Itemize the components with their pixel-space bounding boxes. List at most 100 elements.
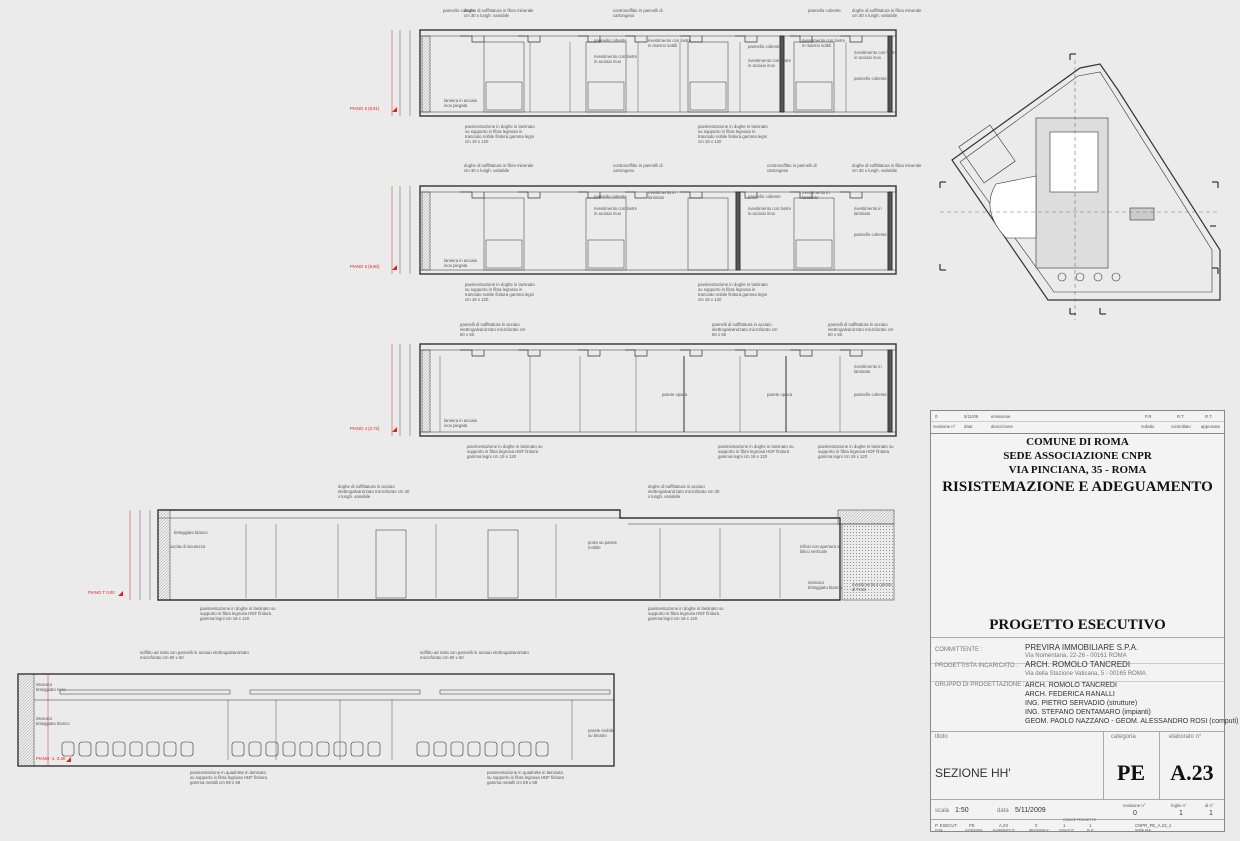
code-sub-filename: NOME FILE bbox=[1135, 828, 1152, 832]
rev-header-revisione: revisione n° bbox=[933, 424, 956, 429]
data-label: data bbox=[997, 808, 1009, 814]
note-doghe-minerale-3: doghe di soffittatura in fibra minerale … bbox=[464, 163, 534, 173]
note-controsoffitto: controsoffitto in pannelli di cartongeso bbox=[613, 8, 663, 18]
note-pavimentazione-quadrotte: pavimentazione in quadrotte in laminato … bbox=[190, 770, 267, 785]
note-rivestimento-laminato-4: rivestimento in laminato bbox=[854, 364, 882, 374]
scala-label: scala bbox=[935, 808, 950, 814]
note-pavimentazione-hdf: pavimentazione in doghe in laminato su s… bbox=[467, 444, 543, 459]
note-rivestimento-pietra: rivestimento in pietra di Trani bbox=[852, 582, 892, 592]
code-di: 1 bbox=[1089, 823, 1092, 828]
note-rivestimento-inox: rivestimento con lastre in acciaio inox bbox=[594, 54, 637, 64]
committente-address: Via Nomentana, 22-26 - 00161 ROMA bbox=[1025, 653, 1127, 659]
rev-approved: R.T. bbox=[1205, 414, 1213, 419]
progettista-address: Via della Stazione Vaticana, 5 - 00165 R… bbox=[1025, 671, 1146, 677]
note-pavimentazione-4: pavimentazione in doghe in laminato su s… bbox=[698, 282, 768, 302]
note-rivestimento-laminato-2: rivestimento in laminato bbox=[802, 190, 830, 200]
rev-checked: R.T. bbox=[1177, 414, 1185, 419]
note-intonaco-bianco-2: intonaco tinteggiato bianco bbox=[36, 716, 70, 726]
rev-desc: emissione bbox=[991, 414, 1011, 419]
committente-label: COMMITTENTE : bbox=[935, 647, 983, 653]
key-plan bbox=[939, 53, 1221, 320]
note-infissi: infissi con apertura a bilico verticale bbox=[800, 544, 840, 554]
gruppo-member-4: ING. STEFANO DENTAMARO (impianti) bbox=[1025, 709, 1151, 716]
code-elaborato: A.23 bbox=[999, 823, 1008, 828]
note-pavimentazione-hdf-5: pavimentazione in doghe in laminato su s… bbox=[648, 606, 724, 621]
note-parete-opaca-2: parete opaca bbox=[767, 392, 793, 397]
gruppo-label: GRUPPO DI PROGETTAZIONE : bbox=[935, 682, 1025, 688]
rev-header-redatto: redatto bbox=[1141, 424, 1155, 429]
note-lamiera-2: lamiera in acciaio inox piegata bbox=[444, 258, 478, 268]
level-label-piano-minus-1: PIANO -1 -3.30 bbox=[36, 756, 66, 761]
foglio-value: 1 bbox=[1179, 810, 1183, 817]
level-label-piano-t: PIANO T 0.00 bbox=[88, 590, 115, 595]
di-label: di n° bbox=[1205, 803, 1214, 808]
drawing-title: SEZIONE HH' bbox=[935, 766, 1011, 780]
note-pavimentazione-quadrotte-2: pavimentazione in quadrotte in laminato … bbox=[487, 770, 564, 785]
drawing-category: PE bbox=[1116, 760, 1146, 785]
code-fase: P. ESECUT. bbox=[935, 823, 958, 828]
note-pannelli-elettro-2: pannelli di soffittatura in acciaio elet… bbox=[712, 322, 778, 337]
code-sub-categoria: CATEGORIA bbox=[965, 828, 983, 832]
foglio-label: foglio n° bbox=[1171, 803, 1187, 808]
scala-value: 1:50 bbox=[955, 807, 969, 814]
gruppo-member-3: ING. PIETRO SERVADIO (strutture) bbox=[1025, 700, 1138, 707]
committente-name: PREVIRA IMMOBILIARE S.P.A. bbox=[1025, 643, 1139, 652]
note-rivestimento-laminato: rivestimento in laminato bbox=[648, 190, 676, 200]
note-intonaco-bianco: intonaco tinteggiato bianco bbox=[808, 580, 842, 590]
rev-header-controllato: controllato bbox=[1171, 424, 1191, 429]
note-soffitto-isola-2: soffitto ad isola con pannelli in acciai… bbox=[420, 650, 529, 660]
note-pannello-cobente-2: pannello cobente bbox=[808, 8, 841, 13]
project-phase: PROGETTO ESECUTIVO bbox=[989, 617, 1166, 633]
note-lamiera-3: lamiera in acciaio inox piegata bbox=[444, 418, 478, 428]
code-sub-foglio: FOGLIO N° bbox=[1059, 828, 1075, 832]
note-controsoffitto-3: controsoffitto in pannelli di cartongeso bbox=[767, 163, 817, 173]
progettista-name: ARCH. ROMOLO TANCREDI bbox=[1025, 660, 1131, 669]
rev-header-approvato: approvato bbox=[1201, 424, 1221, 429]
code-sub-di: DI N° bbox=[1087, 828, 1095, 832]
note-uscita: uscita di sicurezza bbox=[170, 544, 206, 549]
note-pannello-cobente-8: pannello cobente bbox=[854, 232, 887, 237]
note-doghe-elettro-2: doghe di soffittatura in acciaio elettro… bbox=[648, 484, 720, 499]
note-rivestimento-inox-3: rivestimento con lastre in acciaio inox bbox=[854, 50, 897, 60]
revision-table: 0 5/11/09 emissione F.R. R.T. R.T. revis… bbox=[931, 411, 1224, 434]
revisione-value: 0 bbox=[1133, 810, 1137, 817]
elaborato-label: elaborato n° bbox=[1169, 734, 1202, 740]
rev-date: 5/11/09 bbox=[964, 414, 979, 419]
note-pannello-cobente-5: pannello cobente bbox=[854, 76, 887, 81]
note-doghe-minerale-4: doghe di soffittatura in fibra minerale … bbox=[852, 163, 922, 173]
note-doghe-minerale: doghe di soffittatura in fibra minerale … bbox=[464, 8, 534, 18]
note-tinteggiato: tinteggiato bianco bbox=[174, 530, 208, 535]
note-pavimentazione-1: pavimentazione in doghe in laminato su s… bbox=[465, 124, 535, 144]
note-pannello-cobente: pannello cobente bbox=[443, 8, 476, 13]
gruppo-member-5: GEOM. PAOLO NAZZANO - GEOM. ALESSANDRO R… bbox=[1025, 718, 1239, 725]
level-label-piano-5: PIANO 5 (5.90) bbox=[350, 264, 380, 269]
note-lamiera: lamiera in acciaio inox piegata bbox=[444, 98, 478, 108]
note-pavimentazione-2: pavimentazione in doghe in laminato su s… bbox=[698, 124, 768, 144]
note-rivestimento-inox-4: rivestimento con lastre in acciaio inox bbox=[594, 206, 637, 216]
note-parete-opaca: parete opaca bbox=[662, 392, 688, 397]
note-rivestimento-marmo-2: rivestimento con lastre in marmo sottili bbox=[802, 38, 845, 48]
note-pannello-cobente-9: pannello cobente bbox=[854, 392, 887, 397]
data-value: 5/11/2009 bbox=[1015, 807, 1046, 814]
note-controsoffitto-2: controsoffitto in pannelli di cartongeso bbox=[613, 163, 663, 173]
note-rivestimento-marmo: rivestimento con lastre in marmo sottili bbox=[648, 38, 691, 48]
section-piano-5 bbox=[391, 185, 897, 275]
progettista-label: PROGETTISTA INCARICATO : bbox=[935, 663, 1019, 669]
section-piano-minus-1 bbox=[17, 673, 615, 767]
note-pavimentazione-hdf-3: pavimentazione in doghe in laminato su s… bbox=[818, 444, 894, 459]
note-pannello-cobente-7: pannello cobente bbox=[748, 194, 781, 199]
note-pavimentazione-hdf-4: pavimentazione in doghe in laminato su s… bbox=[200, 606, 276, 621]
title-block: 0 5/11/09 emissione F.R. R.T. R.T. revis… bbox=[930, 410, 1238, 832]
code-sub-revisione: REVISIONE N° bbox=[1029, 828, 1050, 832]
note-soffitto-isola: soffitto ad isola con pannelli in acciai… bbox=[140, 650, 249, 660]
note-parete-binario: parete mobile su binario bbox=[588, 728, 615, 738]
note-pannello-cobente-3: pannello cobente bbox=[594, 38, 627, 43]
note-rivestimento-inox-2: rivestimento con lastre in acciaio inox bbox=[748, 58, 791, 68]
rev-header-descrizione: descrizione bbox=[991, 424, 1013, 429]
note-pannelli-elettro: pannelli di soffittatura in acciaio elet… bbox=[460, 322, 526, 337]
code-filename: CNPR_PE_A.23_1 bbox=[1135, 823, 1172, 828]
code-sub-elaborato: ELABORATO N° bbox=[993, 828, 1016, 832]
code-sub-fase: FASE bbox=[935, 828, 943, 832]
project-title: RISISTEMAZIONE E ADEGUAMENTO bbox=[942, 479, 1213, 495]
rev-drawn: F.R. bbox=[1145, 414, 1153, 419]
